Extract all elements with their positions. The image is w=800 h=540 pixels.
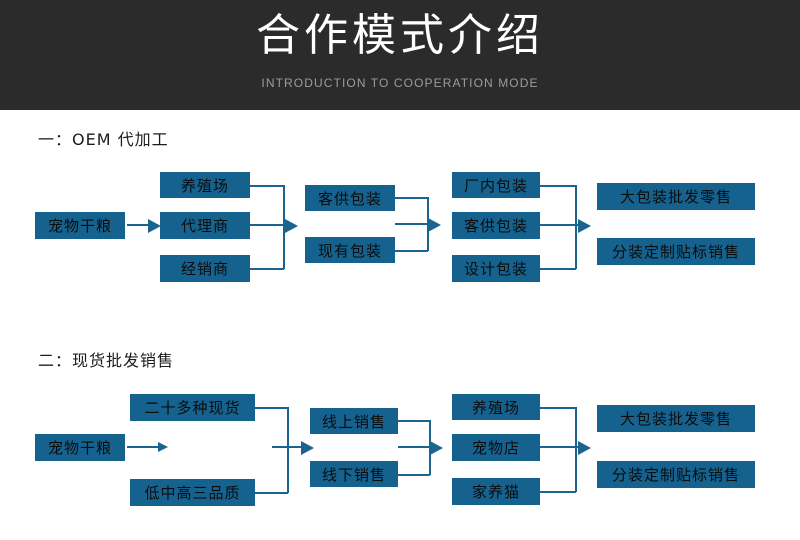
s2-box-col1-0: 宠物干粮 bbox=[35, 434, 125, 461]
s1-bracket-top-1 bbox=[250, 185, 284, 187]
s1-box-col5-1: 分装定制贴标销售 bbox=[597, 238, 755, 265]
s1-arrow-line-1 bbox=[127, 224, 155, 226]
s1-arrow-head-1 bbox=[148, 219, 161, 233]
s2-arrow-head-2 bbox=[301, 441, 314, 455]
s1-box-col1-0: 宠物干粮 bbox=[35, 212, 125, 239]
s2-box-col4-1: 宠物店 bbox=[452, 434, 540, 461]
s1-box-col5-0: 大包装批发零售 bbox=[597, 183, 755, 210]
s2-bracket-vert-1 bbox=[287, 407, 289, 493]
s2-box-col3-1: 线下销售 bbox=[310, 461, 398, 487]
s1-arrow-head-3 bbox=[428, 218, 441, 232]
s1-bracket-vert-3 bbox=[575, 185, 577, 269]
s2-bracket-top-2 bbox=[398, 420, 430, 422]
s2-arrow-head-3 bbox=[430, 441, 443, 455]
s2-bracket-top-1 bbox=[255, 407, 288, 409]
s1-bracket-vert-1 bbox=[283, 185, 285, 269]
s2-box-col2-0: 二十多种现货 bbox=[130, 394, 255, 421]
s2-arrow-line-1 bbox=[127, 446, 165, 448]
s2-box-col5-1: 分装定制贴标销售 bbox=[597, 461, 755, 488]
s2-bracket-top-3 bbox=[540, 407, 576, 409]
s2-bracket-bot-2 bbox=[398, 474, 430, 476]
s1-box-col2-0: 养殖场 bbox=[160, 172, 250, 198]
s1-arrow-head-4 bbox=[578, 219, 591, 233]
s2-arrow-line-2 bbox=[272, 446, 308, 448]
s2-bracket-bot-3 bbox=[540, 491, 576, 493]
s2-bracket-bot-1 bbox=[255, 492, 288, 494]
s1-arrow-line-2 bbox=[250, 224, 292, 226]
s1-box-col4-0: 厂内包装 bbox=[452, 172, 540, 198]
s1-box-col2-2: 经销商 bbox=[160, 255, 250, 282]
s1-arrow-head-2 bbox=[285, 219, 298, 233]
section-1-heading: 一：OEM 代加工 bbox=[38, 130, 169, 149]
s1-box-col4-2: 设计包装 bbox=[452, 255, 540, 282]
s2-arrow-head-1 bbox=[158, 442, 168, 452]
s1-arrow-line-4 bbox=[540, 224, 582, 226]
s1-bracket-bot-2 bbox=[395, 250, 428, 252]
section-2-heading: 二：现货批发销售 bbox=[38, 351, 175, 370]
page-title: 合作模式介绍 bbox=[256, 10, 544, 61]
s2-box-col4-0: 养殖场 bbox=[452, 394, 540, 420]
s1-box-col2-1: 代理商 bbox=[160, 212, 250, 239]
s1-bracket-top-3 bbox=[540, 185, 576, 187]
s1-arrow-line-3 bbox=[395, 223, 435, 225]
s2-box-col2-1: 低中高三品质 bbox=[130, 479, 255, 506]
header-banner: 合作模式介绍 INTRODUCTION TO COOPERATION MODE bbox=[0, 0, 800, 110]
s2-box-col4-2: 家养猫 bbox=[452, 478, 540, 505]
s2-arrow-line-4 bbox=[540, 446, 582, 448]
s2-box-col5-0: 大包装批发零售 bbox=[597, 405, 755, 432]
s1-bracket-top-2 bbox=[395, 197, 428, 199]
s1-box-col3-0: 客供包装 bbox=[305, 185, 395, 211]
s2-bracket-vert-3 bbox=[575, 407, 577, 492]
s1-box-col4-1: 客供包装 bbox=[452, 212, 540, 239]
s1-box-col3-1: 现有包装 bbox=[305, 237, 395, 263]
page-subtitle: INTRODUCTION TO COOPERATION MODE bbox=[261, 76, 539, 90]
s2-arrow-head-4 bbox=[578, 441, 591, 455]
s1-bracket-bot-3 bbox=[540, 268, 576, 270]
s2-box-col3-0: 线上销售 bbox=[310, 408, 398, 434]
s1-bracket-bot-1 bbox=[250, 268, 284, 270]
s2-arrow-line-3 bbox=[398, 446, 438, 448]
